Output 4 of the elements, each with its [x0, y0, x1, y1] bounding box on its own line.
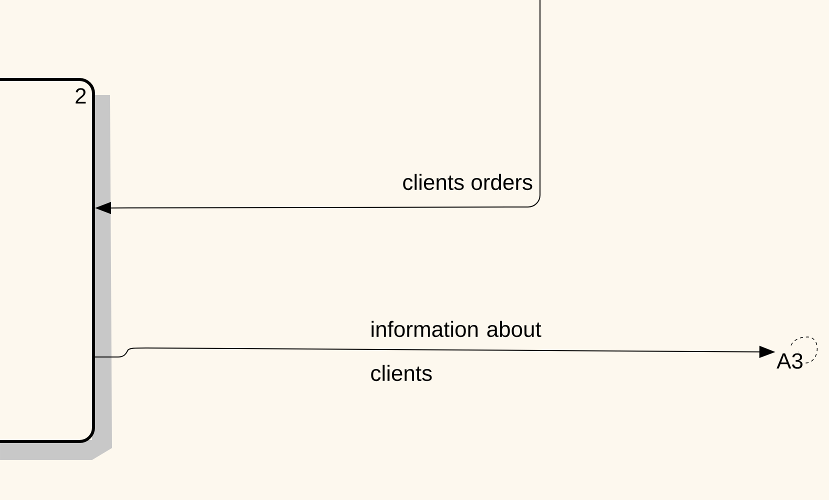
off-page-reference: A3	[776, 336, 818, 369]
activity-box: 2	[0, 78, 95, 443]
edge-label: clients orders	[403, 174, 532, 190]
edge-label: information about clients	[371, 320, 542, 382]
